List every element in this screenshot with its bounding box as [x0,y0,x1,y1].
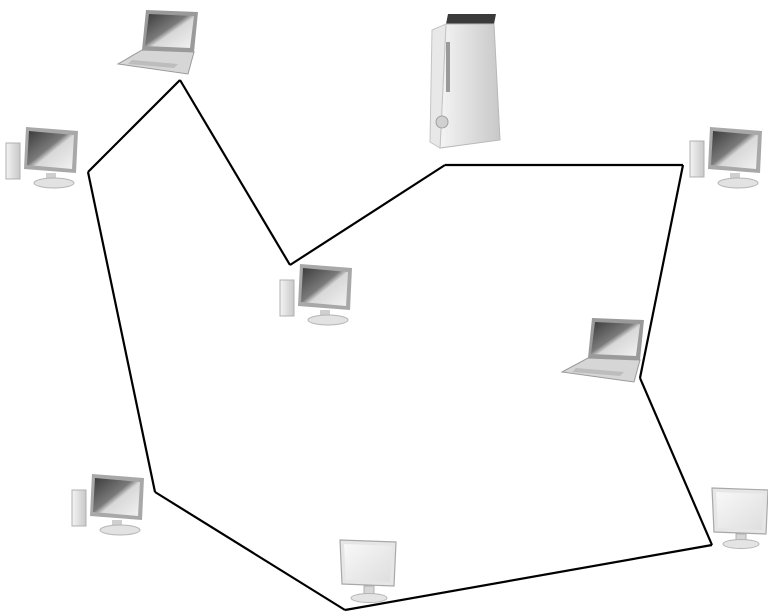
link-desktop-right-laptop-right [638,164,685,379]
link-laptop-right-monitor-bottom-right [638,377,714,546]
laptop-icon [116,10,198,75]
game-console-icon [429,14,501,149]
monitor-icon [339,539,397,603]
link-desktop-left-laptop-top [87,79,181,173]
link-desktop-bottom-left-desktop-left [86,171,157,493]
desktop-computer-icon [689,127,762,189]
network-links [86,79,714,612]
link-monitor-bottom-desktop-bottom-left [154,491,346,611]
desktop-computer-icon [5,127,78,189]
desktop-computer-icon [279,264,352,326]
monitor-icon [711,487,768,549]
link-laptop-top-desktop-center [179,79,291,266]
link-desktop-center-game-console [289,164,446,266]
link-monitor-bottom-right-monitor-bottom [344,543,713,612]
laptop-icon [560,318,644,383]
desktop-computer-icon [71,474,144,536]
